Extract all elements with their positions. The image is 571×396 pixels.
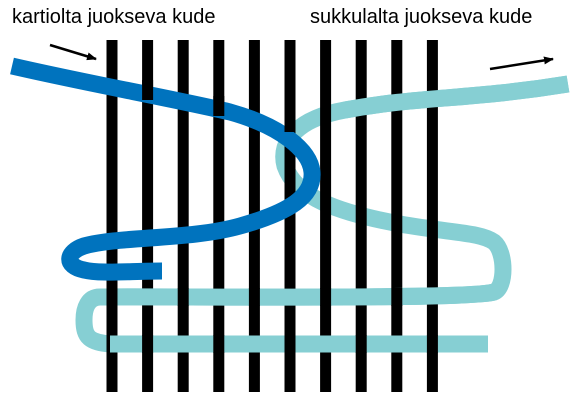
- arrow-right-icon: [490, 59, 553, 69]
- cone-weft-thread: [12, 66, 312, 272]
- shuttle-weft-segment: [100, 292, 494, 297]
- warp-crossing: [107, 288, 118, 306]
- warp-crossing: [391, 288, 402, 306]
- warp-crossing: [178, 288, 189, 306]
- warp-crossing: [213, 96, 224, 116]
- warp-crossing: [213, 335, 224, 353]
- arrow-right-icon: [50, 45, 96, 59]
- warp-crossing: [320, 288, 331, 306]
- warp-crossing: [142, 80, 153, 100]
- warp-crossing: [427, 335, 438, 353]
- warp-crossing: [142, 335, 153, 353]
- cone-weft: [12, 66, 312, 272]
- warp-crossing: [249, 288, 260, 306]
- shuttle-weft-segment: [345, 84, 568, 110]
- warp-crossing: [285, 335, 296, 353]
- shuttle-weft-over: [100, 84, 568, 353]
- warp-crossing: [285, 112, 296, 132]
- warp-crossing: [356, 335, 367, 353]
